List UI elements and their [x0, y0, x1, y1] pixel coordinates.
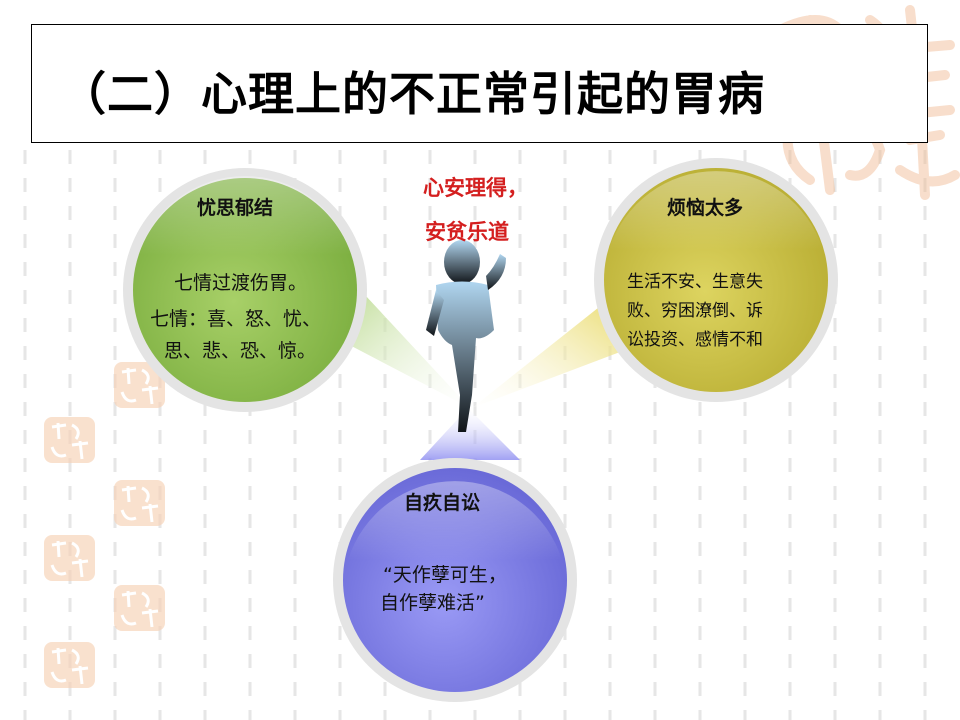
left-circle-line-2: 七情：喜、怒、忧、	[150, 308, 322, 330]
title-frame	[31, 24, 928, 143]
seal-stamp-5	[112, 583, 167, 637]
center-line-1: 心安理得，	[423, 176, 528, 200]
right-circle-line-3: 讼投资、感情不和	[627, 330, 763, 350]
seal-stamp-1	[112, 360, 167, 414]
right-circle-line-2: 败、穷困潦倒、诉	[627, 301, 763, 321]
beam-right	[472, 300, 620, 408]
right-circle-heading: 烦恼太多	[667, 197, 744, 219]
person-figure	[426, 240, 506, 432]
bottom-circle-line-2: 自作孽难活”	[380, 592, 485, 614]
seal-stamp-2	[42, 415, 97, 469]
center-line-2: 安贫乐道	[425, 220, 509, 244]
left-circle-line-1: 七情过渡伤胃。	[174, 272, 308, 294]
bottom-circle-heading: 自疚自讼	[404, 492, 481, 514]
slide-title: （二）心理上的不正常引起的胃病	[60, 67, 765, 121]
beam-bottom	[420, 408, 520, 460]
left-circle-line-3: 思、悲、恐、惊。	[164, 340, 317, 362]
seal-stamp-3	[112, 478, 167, 532]
right-circle-line-1: 生活不安、生意失	[627, 272, 763, 292]
seal-stamp-6	[42, 640, 97, 694]
seal-stamp-4	[42, 533, 97, 587]
beam-left	[340, 295, 470, 408]
bottom-circle-line-1: “天作孽可生，	[383, 564, 507, 586]
left-circle-heading: 忧思郁结	[197, 197, 274, 219]
